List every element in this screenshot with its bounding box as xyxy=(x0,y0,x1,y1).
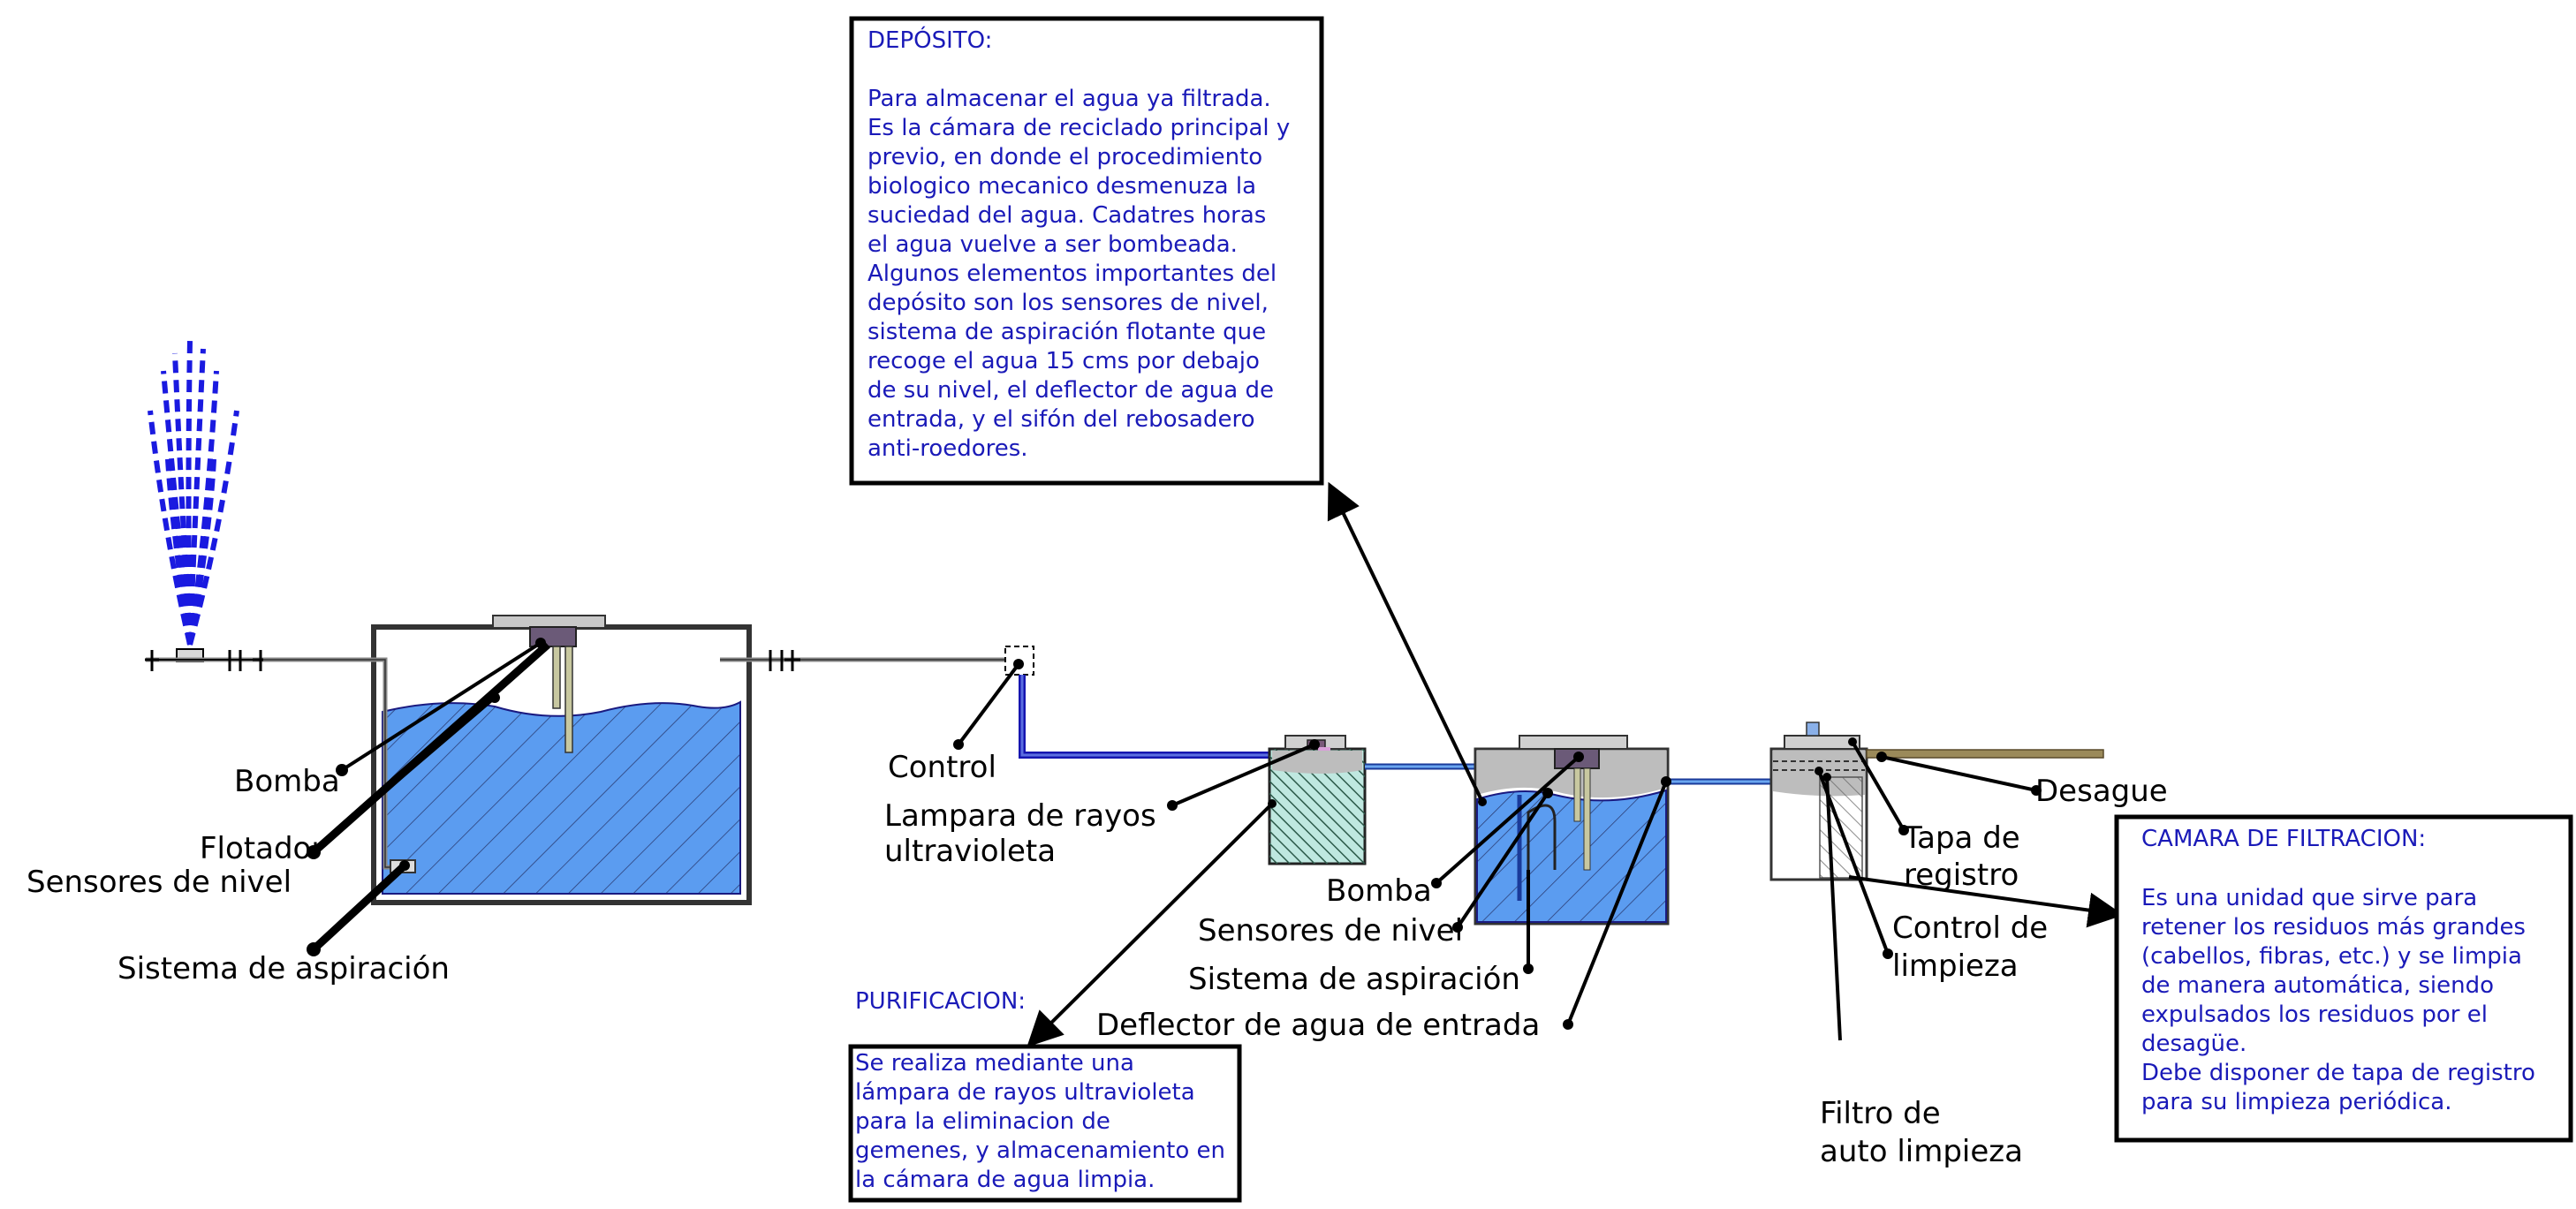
purificacion-line: para la eliminacion de xyxy=(855,1108,1110,1135)
deposito-line: previo, en donde el procedimiento xyxy=(868,144,1262,170)
label-deflector: Deflector de agua de entrada xyxy=(1096,1008,1540,1043)
deposito-line: depósito son los sensores de nivel, xyxy=(868,290,1269,316)
fountain-spray-icon xyxy=(148,339,239,646)
label-bomba-left: Bomba xyxy=(234,764,340,799)
uv-unit xyxy=(1268,735,1367,865)
deposito-tank xyxy=(1474,735,1670,926)
label-tapa-line1: Tapa de xyxy=(1903,820,2020,856)
deposito-line: entrada, y el sifón del rebosadero xyxy=(868,406,1254,433)
filtracion-line: de manera automática, siendo xyxy=(2141,972,2494,999)
filtracion-line: Debe disponer de tapa de registro xyxy=(2141,1060,2535,1086)
filtracion-line: expulsados los residuos por el xyxy=(2141,1001,2488,1028)
deposito-line: biologico mecanico desmenuza la xyxy=(868,173,1256,200)
purificacion-title: PURIFICACION: xyxy=(855,988,1026,1015)
tank-lid xyxy=(492,615,606,629)
valve-icon xyxy=(145,650,269,671)
purificacion-line: gemenes, y almacenamiento en xyxy=(855,1137,1225,1164)
leader-lines xyxy=(310,481,2124,1047)
filtracion-info-box: CAMARA DE FILTRACION: Es una unidad que … xyxy=(2114,814,2573,1143)
label-sensores-left: Sensores de nivel xyxy=(27,865,292,900)
label-aspiracion-right: Sistema de aspiración xyxy=(1188,962,1520,997)
drain-pipe xyxy=(1866,749,2104,759)
filtracion-line: desagüe. xyxy=(2141,1031,2246,1057)
deposito-line: Algunos elementos importantes del xyxy=(868,261,1277,287)
valve-icon xyxy=(769,650,800,671)
label-control-limpieza-line2: limpieza xyxy=(1892,948,2019,984)
deposito-line: anti-roedores. xyxy=(868,435,1028,462)
deposito-line: sistema de aspiración flotante que xyxy=(868,319,1266,345)
deposito-line: Es la cámara de reciclado principal y xyxy=(868,115,1290,141)
deposito-line: de su nivel, el deflector de agua de xyxy=(868,377,1274,404)
filtracion-line: Es una unidad que sirve para xyxy=(2141,885,2477,911)
deposito-info-box: DEPÓSITO: Para almacenar el agua ya filt… xyxy=(849,16,1324,486)
label-tapa-line2: registro xyxy=(1904,858,2019,893)
label-lampara-line1: Lampara de rayos xyxy=(884,798,1156,834)
label-lampara-line2: ultravioleta xyxy=(884,834,1056,869)
filtracion-line: (cabellos, fibras, etc.) y se limpia xyxy=(2141,943,2522,970)
main-tank xyxy=(371,624,752,905)
deposito-line: recoge el agua 15 cms por debajo xyxy=(868,348,1260,374)
label-aspiracion-left: Sistema de aspiración xyxy=(117,951,450,986)
deposito-title: DEPÓSITO: xyxy=(868,26,992,54)
level-sensor-rods xyxy=(552,646,573,753)
deposito-line: suciedad del agua. Cadatres horas xyxy=(868,202,1266,229)
purificacion-line: Se realiza mediante una xyxy=(855,1050,1134,1077)
leader-dots xyxy=(307,638,2042,1030)
label-filtro-line1: Filtro de xyxy=(1820,1096,1941,1131)
label-flotador: Flotador xyxy=(200,831,323,866)
filtracion-title: CAMARA DE FILTRACION: xyxy=(2141,826,2426,852)
label-desague: Desague xyxy=(2035,774,2168,809)
filtracion-line: para su limpieza periódica. xyxy=(2141,1089,2452,1115)
purificacion-line: lámpara de rayos ultravioleta xyxy=(855,1079,1195,1106)
purificacion-line: la cámara de agua limpia. xyxy=(855,1167,1155,1193)
deposito-line: el agua vuelve a ser bombeada. xyxy=(868,231,1238,258)
deposito-line: Para almacenar el agua ya filtrada. xyxy=(868,86,1271,112)
label-control-limpieza-line1: Control de xyxy=(1892,911,2048,946)
connector-pipe xyxy=(1668,778,1786,874)
filtracion-line: retener los residuos más grandes xyxy=(2141,914,2526,941)
purificacion-info-box: PURIFICACION: Se realiza mediante una lá… xyxy=(848,988,1242,1203)
label-filtro-line2: auto limpieza xyxy=(1820,1134,2023,1169)
label-bomba-right: Bomba xyxy=(1326,873,1432,909)
label-control: Control xyxy=(888,750,996,785)
label-sensores-right: Sensores de nivel xyxy=(1198,913,1463,948)
